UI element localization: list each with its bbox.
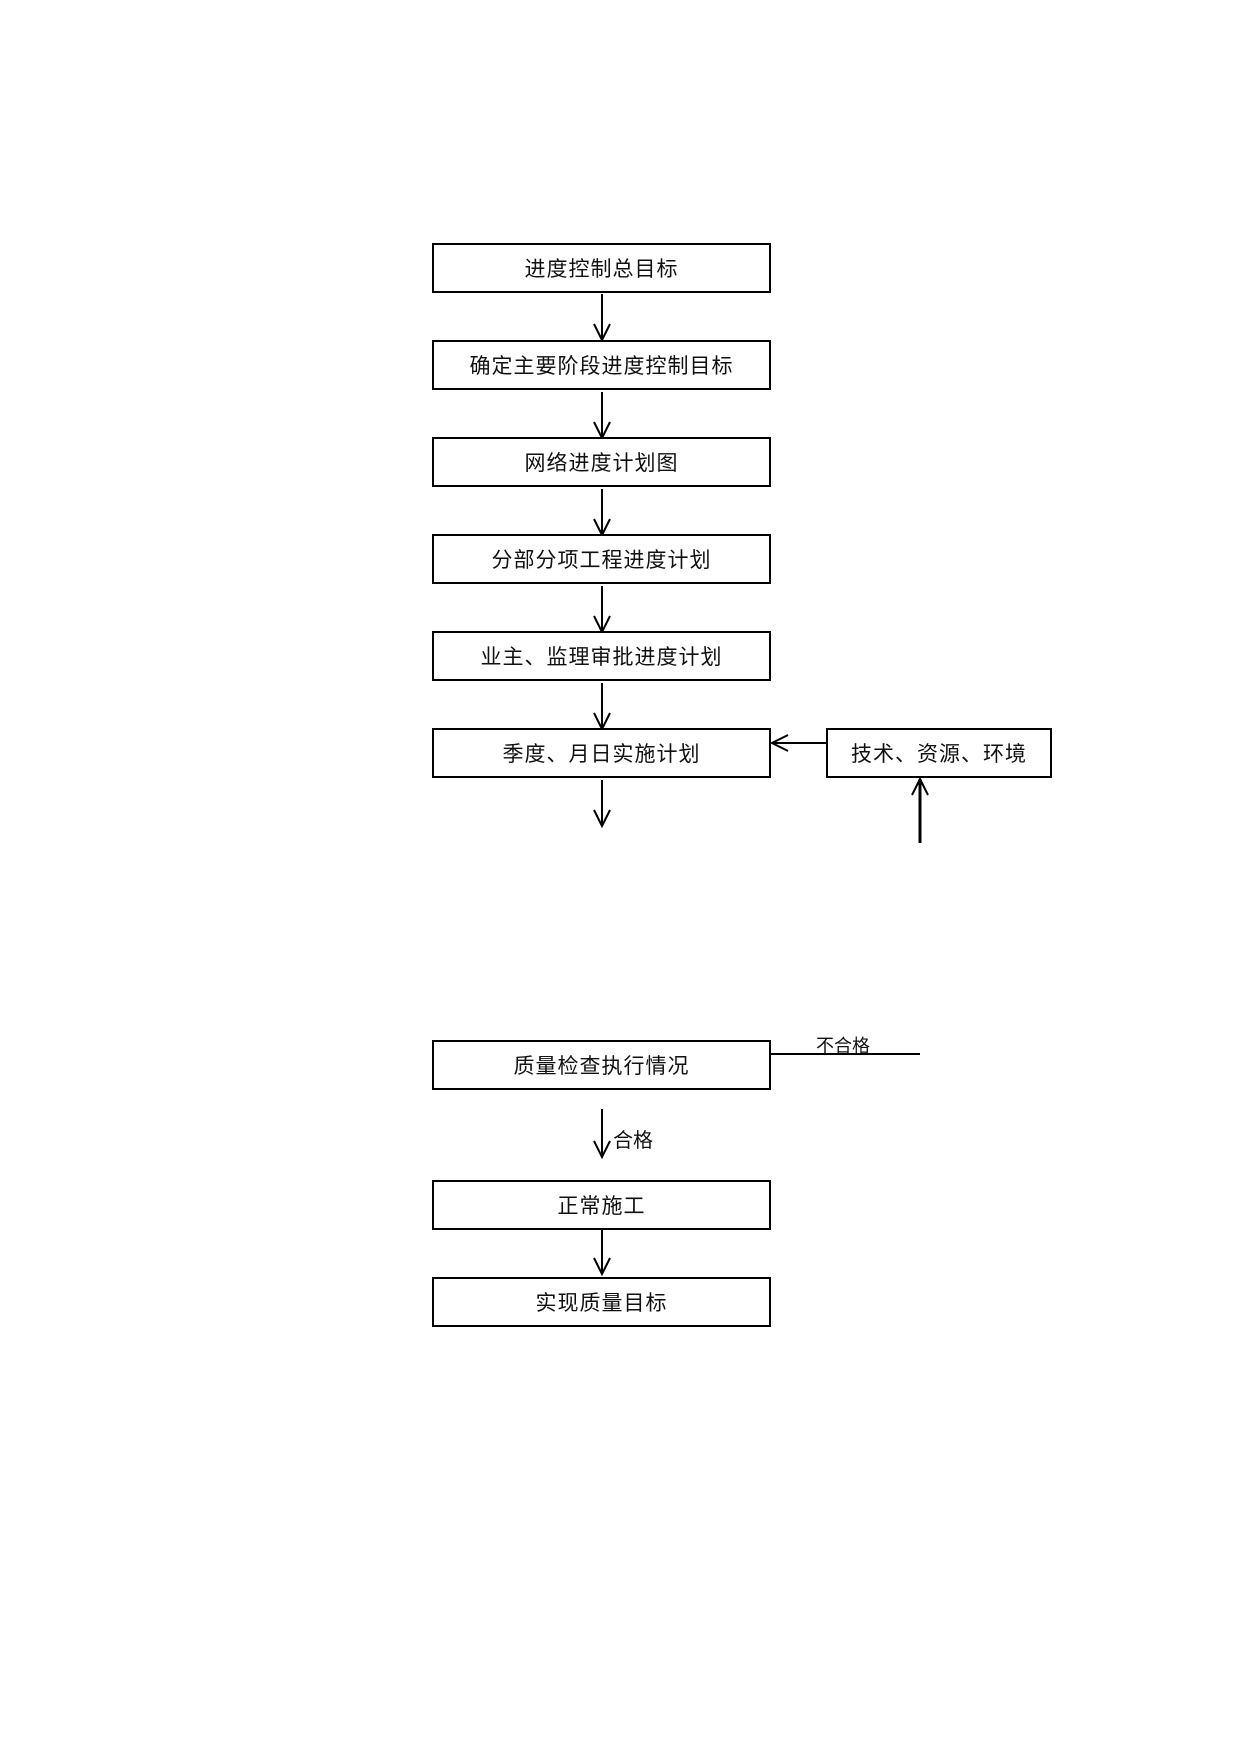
quality-check-box: 质量检查执行情况 xyxy=(432,1040,771,1090)
step-label: 进度控制总目标 xyxy=(524,257,679,281)
step-label: 业主、监理审批进度计划 xyxy=(480,645,723,669)
arrowhead-step5-step6 xyxy=(593,712,611,732)
step-network-schedule-chart: 网络进度计划图 xyxy=(432,437,771,487)
arrowhead-step3-step4 xyxy=(593,518,611,538)
step-phase-control-goals: 确定主要阶段进度控制目标 xyxy=(432,340,771,390)
quality-goal-box: 实现质量目标 xyxy=(432,1277,771,1327)
step-quarterly-monthly-plan: 季度、月日实施计划 xyxy=(432,728,771,778)
step-subdivision-schedule: 分部分项工程进度计划 xyxy=(432,534,771,584)
step-label: 确定主要阶段进度控制目标 xyxy=(469,354,734,378)
arrowhead-check-normal xyxy=(593,1140,611,1160)
arrowhead-normal-goal xyxy=(593,1257,611,1277)
quality-goal-label: 实现质量目标 xyxy=(535,1291,668,1315)
step-overall-schedule-goal: 进度控制总目标 xyxy=(432,243,771,293)
quality-check-label: 质量检查执行情况 xyxy=(513,1054,690,1078)
arrowhead-step4-step5 xyxy=(593,615,611,635)
arrowhead-up-to-side xyxy=(911,776,929,796)
arrowhead-step1-step2 xyxy=(593,323,611,343)
normal-construction-box: 正常施工 xyxy=(432,1180,771,1230)
fail-label: 不合格 xyxy=(816,1036,870,1057)
side-input-box: 技术、资源、环境 xyxy=(826,728,1052,778)
normal-construction-label: 正常施工 xyxy=(557,1194,646,1218)
arrowhead-step2-step3 xyxy=(593,421,611,441)
step-label: 网络进度计划图 xyxy=(524,451,679,475)
step-label: 季度、月日实施计划 xyxy=(502,742,701,766)
step-owner-supervisor-approval: 业主、监理审批进度计划 xyxy=(432,631,771,681)
step-label: 分部分项工程进度计划 xyxy=(491,548,712,572)
arrowhead-side-to-step6 xyxy=(769,734,789,752)
pass-label: 合格 xyxy=(613,1128,653,1152)
arrowhead-step6-down xyxy=(593,809,611,829)
side-input-label: 技术、资源、环境 xyxy=(851,742,1027,766)
